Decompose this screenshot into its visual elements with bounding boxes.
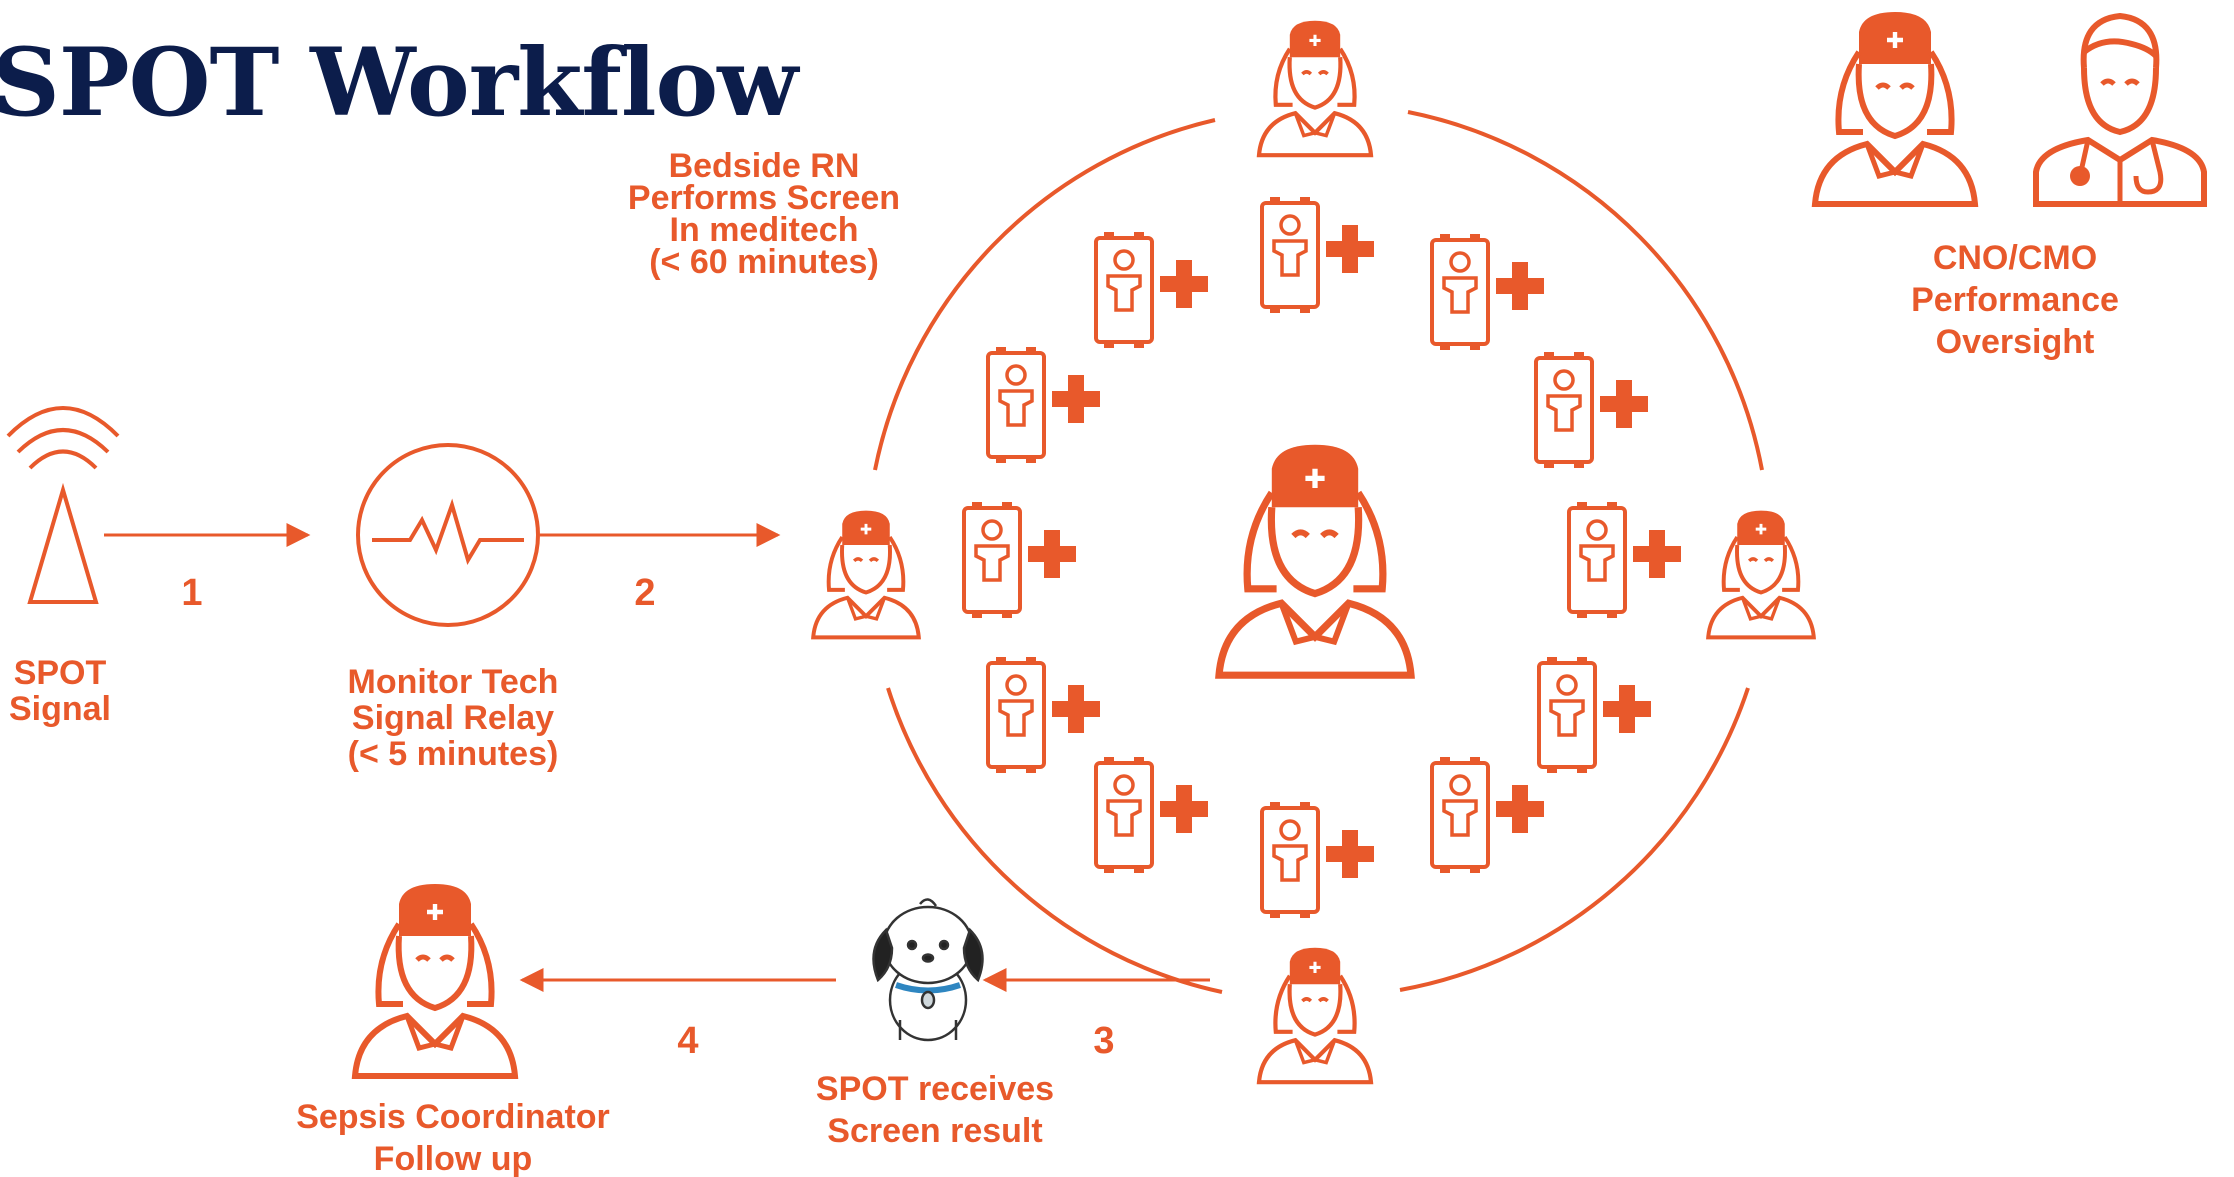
patient-bed-icon xyxy=(1430,755,1546,875)
monitor-tech-label: Monitor Tech Signal Relay (< 5 minutes) xyxy=(347,663,559,773)
oversight-label: CNO/CMO Performance Oversight xyxy=(1911,239,2119,361)
heart-monitor-icon xyxy=(356,443,540,627)
patient-bed-icon xyxy=(1094,230,1210,350)
patient-bed-icon xyxy=(1430,232,1546,352)
patient-bed-icon xyxy=(986,345,1102,465)
patient-bed-icon xyxy=(1094,755,1210,875)
patient-bed-icon xyxy=(1567,500,1683,620)
spot-signal-label: SPOT Signal xyxy=(8,654,112,728)
care-circle xyxy=(873,110,1764,994)
center-nurse-icon xyxy=(1219,445,1411,675)
patient-bed-icon xyxy=(1260,195,1376,315)
cno-nurse-icon xyxy=(1815,12,1975,204)
sepsis-coordinator-nurse-icon xyxy=(355,884,515,1076)
step-number: 4 xyxy=(677,1020,699,1062)
cmo-doctor-icon xyxy=(2036,16,2204,204)
patient-bed-icon xyxy=(1537,655,1653,775)
dog-mascot-icon xyxy=(872,898,984,1042)
nurse-icon xyxy=(1706,508,1816,640)
nurse-icon xyxy=(811,508,921,640)
patient-beds xyxy=(962,195,1683,920)
patient-bed-icon xyxy=(1534,350,1650,470)
flow-arrows xyxy=(104,523,1210,992)
nurse-icon xyxy=(1259,21,1371,155)
step-number: 2 xyxy=(634,572,656,614)
spot-receives-label: SPOT receives Screen result xyxy=(815,1070,1055,1150)
signal-tower-icon xyxy=(6,406,120,604)
step-number: 1 xyxy=(181,572,203,614)
sepsis-coordinator-label: Sepsis Coordinator Follow up xyxy=(296,1098,610,1177)
step-number: 3 xyxy=(1093,1020,1115,1062)
page-title: SPOT Workflow xyxy=(0,28,798,138)
bedside-rn-label: Bedside RN Performs Screen In meditech (… xyxy=(627,147,901,281)
patient-bed-icon xyxy=(962,500,1078,620)
nurse-icon xyxy=(1259,948,1371,1082)
patient-bed-icon xyxy=(986,655,1102,775)
patient-bed-icon xyxy=(1260,800,1376,920)
